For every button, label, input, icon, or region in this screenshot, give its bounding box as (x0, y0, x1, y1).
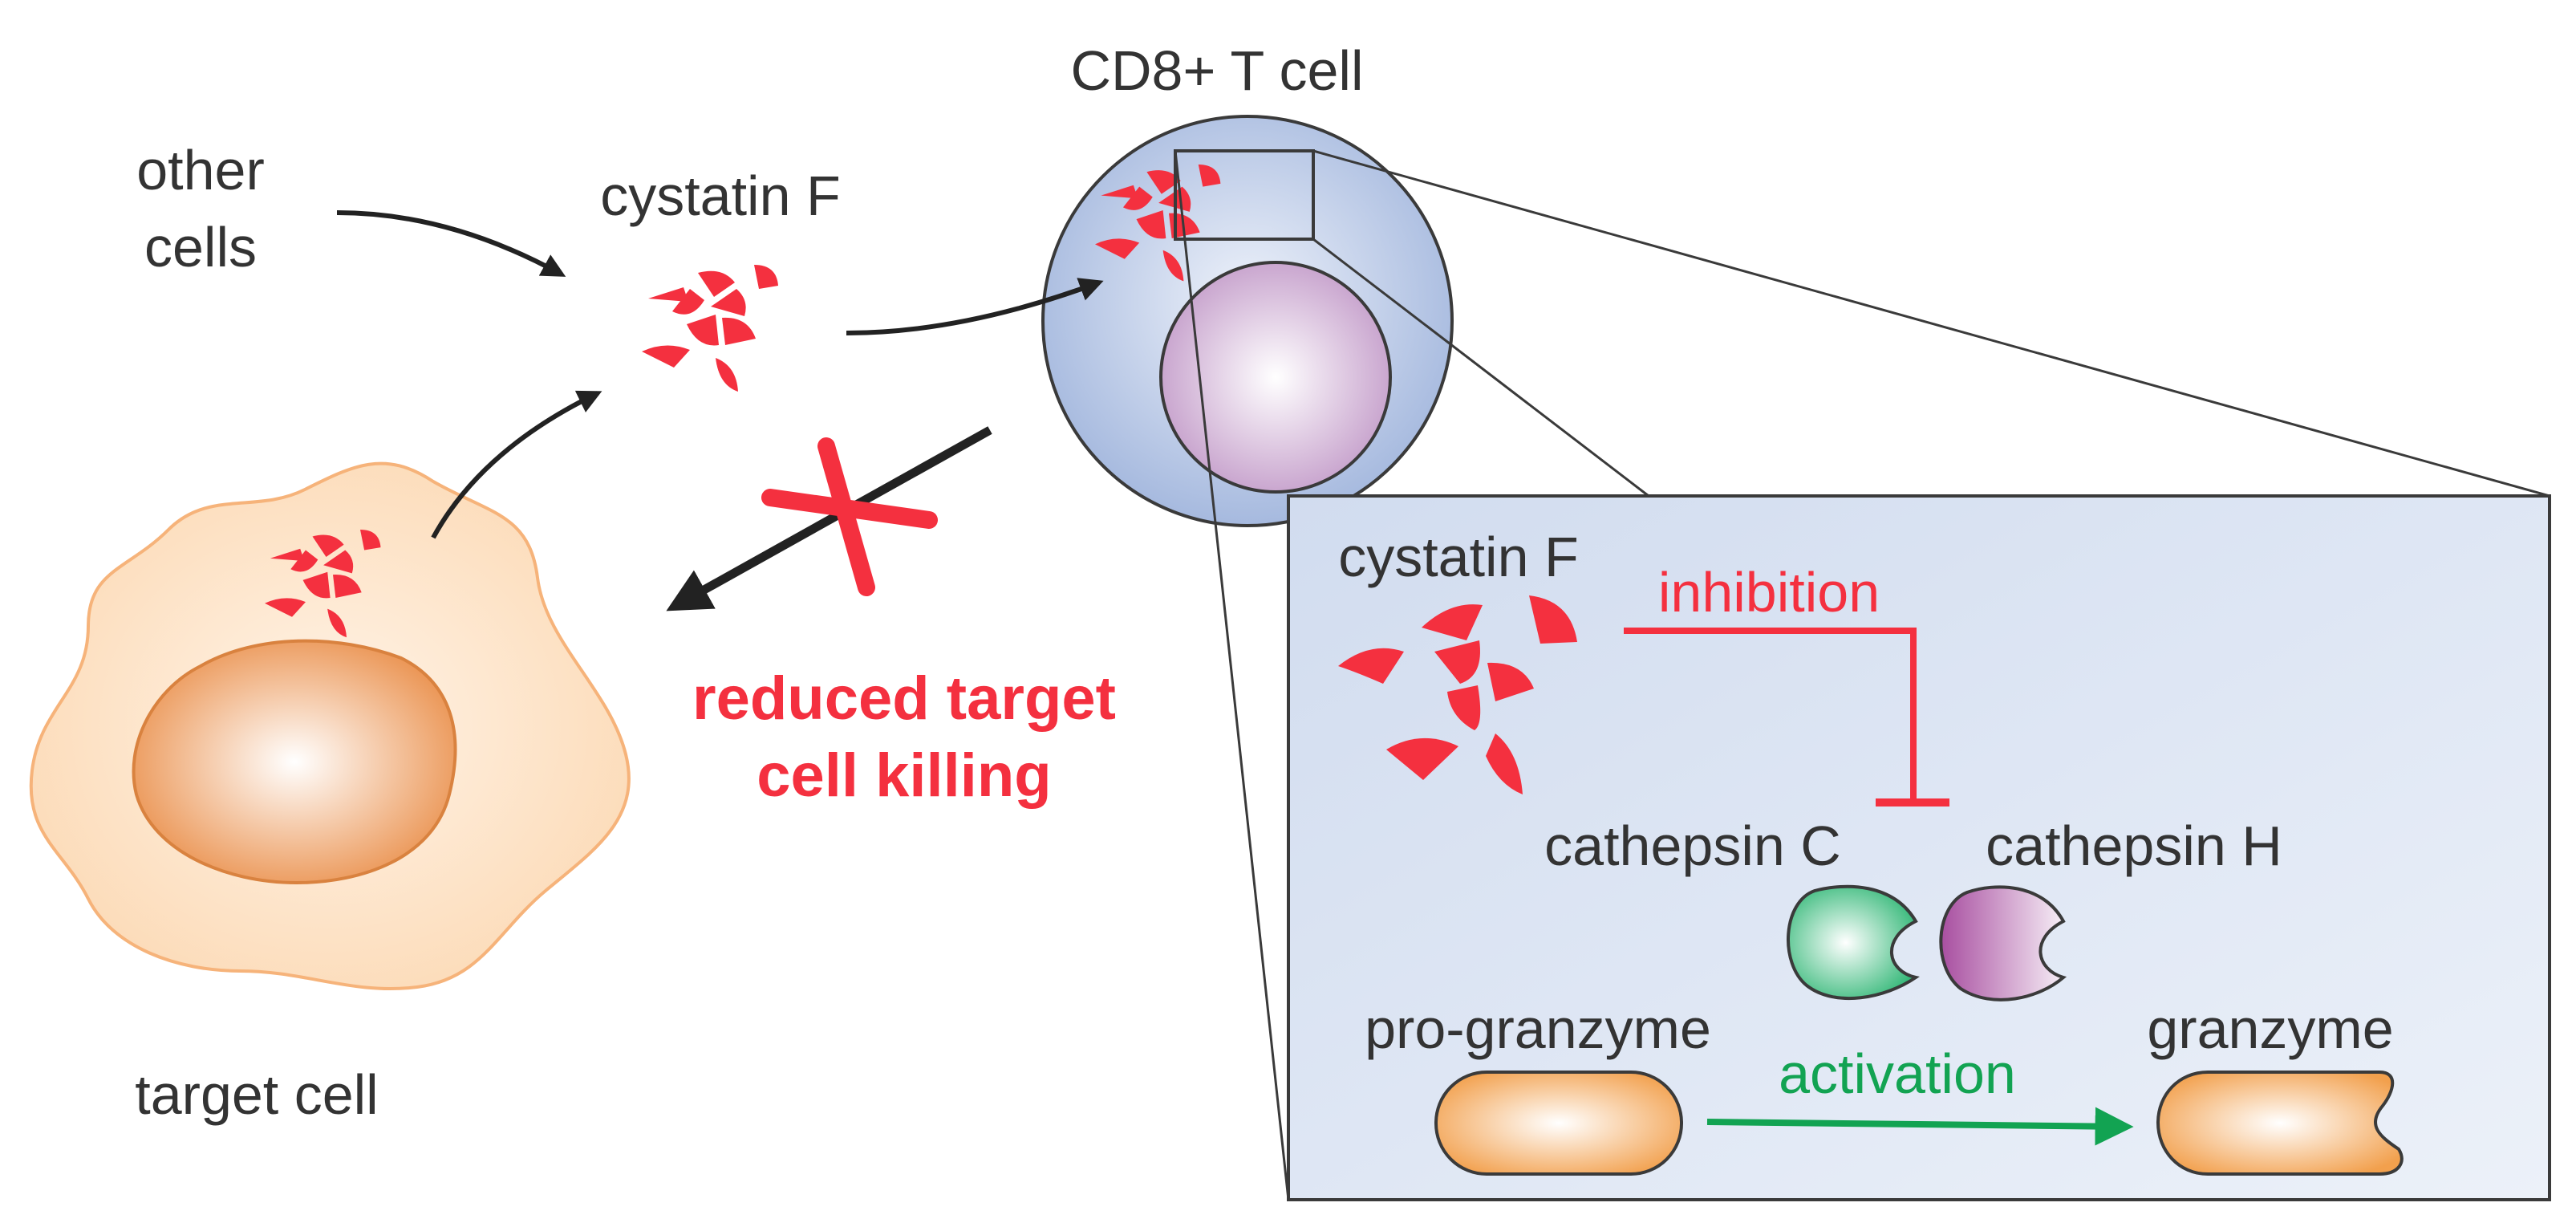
zoom-box (1174, 149, 1315, 241)
label-inhibition: inhibition (1658, 561, 1880, 624)
label-pro-granzyme: pro-granzyme (1365, 997, 1711, 1060)
zoom-lines (1174, 149, 2550, 1201)
label-cathepsin-h: cathepsin H (1986, 815, 2282, 877)
label-inset-cystatin: cystatin F (1338, 526, 1579, 588)
label-reduced-line2: cell killing (757, 741, 1051, 810)
main-cystatin-cluster (642, 265, 778, 392)
activation-arrow (1706, 1107, 2134, 1146)
label-target-cell: target cell (135, 1063, 378, 1126)
cathepsin-h-shape (1939, 885, 2067, 1002)
t-cell (1041, 115, 1454, 527)
arrow-target-to-cystatin (431, 390, 602, 539)
label-activation: activation (1779, 1042, 2016, 1105)
cathepsin-c-shape (1787, 884, 1920, 1001)
arrow-other-cells-to-cystatin (336, 210, 566, 277)
label-other-line2: cells (144, 216, 257, 278)
blocked-cross-icon (761, 437, 938, 596)
arrow-cystatin-to-t-cell (846, 278, 1104, 335)
label-other-line1: other (136, 139, 265, 201)
label-granzyme: granzyme (2147, 997, 2393, 1060)
arrow-t-cell-to-target (666, 426, 992, 611)
inset-panel (1287, 494, 2551, 1201)
target-cell (29, 461, 631, 991)
target-cell-nucleus (132, 639, 457, 885)
label-reduced-line1: reduced target (692, 664, 1116, 733)
granzyme-shape (2156, 1071, 2404, 1176)
label-cystatin-main: cystatin F (600, 165, 841, 227)
label-cathepsin-c: cathepsin C (1544, 815, 1841, 877)
t-cell-nucleus (1159, 261, 1392, 494)
pro-granzyme-shape (1434, 1071, 1683, 1176)
inhibition-line (1624, 628, 1917, 802)
title-cd8-t-cell: CD8+ T cell (1070, 39, 1363, 102)
